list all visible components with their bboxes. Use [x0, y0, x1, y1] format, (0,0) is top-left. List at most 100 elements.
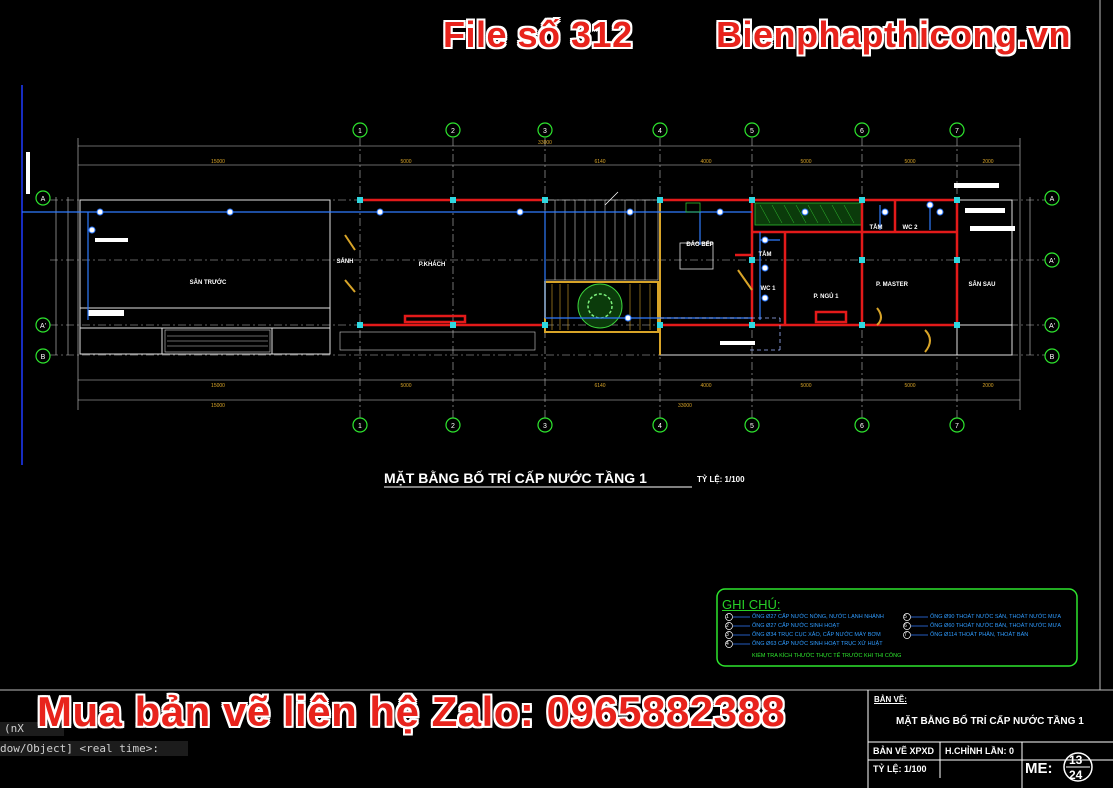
label-bar [88, 310, 124, 316]
room-label: TẮM [759, 250, 772, 258]
label-bar [970, 226, 1015, 231]
room-label: P. NGỦ 1 [814, 293, 840, 300]
room-label: ĐẢO BẾP [686, 241, 713, 248]
grid-label: 4 [658, 128, 662, 135]
grid-label: 7 [955, 423, 959, 430]
svg-text:33000: 33000 [538, 140, 552, 146]
svg-text:5000: 5000 [400, 159, 411, 165]
grid-label: 4 [658, 423, 662, 430]
grid-label: 3 [543, 128, 547, 135]
legend-item: ỐNG Ø60 THOÁT NƯỚC BÀN, THOÁT NƯỚC MƯA [930, 623, 1061, 629]
svg-text:4000: 4000 [700, 159, 711, 165]
svg-text:5000: 5000 [904, 383, 915, 389]
legend-item: ỐNG Ø34 TRỤC CỤC XẢO, CẤP NƯỚC MÁY BƠM [752, 632, 881, 638]
grid-label: 2 [451, 423, 455, 430]
legend-num: 7 [904, 632, 907, 638]
sheet-circle [1063, 752, 1093, 782]
grid-label: 1 [358, 128, 362, 135]
label-bar [965, 208, 1005, 213]
dimension-text: 15000 5000 6140 4000 5000 5000 2000 3300… [211, 140, 994, 409]
grid-label: A [1050, 196, 1055, 203]
grid-label: 6 [860, 128, 864, 135]
grid-label: A [41, 196, 46, 203]
leader-line [604, 191, 619, 206]
room-label: P. MASTER [876, 282, 909, 288]
svg-text:5000: 5000 [400, 383, 411, 389]
svg-text:5000: 5000 [800, 159, 811, 165]
svg-text:5000: 5000 [800, 383, 811, 389]
room-label: TẮM [870, 223, 883, 231]
grid-label: B [1050, 354, 1055, 361]
garden-slats [551, 284, 651, 330]
grid-label: A' [1049, 323, 1055, 330]
columns [357, 197, 960, 328]
svg-text:15000: 15000 [211, 403, 225, 409]
ucs-marker [26, 152, 30, 194]
drawing-title: MẶT BẰNG BỐ TRÍ CẤP NƯỚC TẦNG 1 [384, 469, 647, 486]
legend-item: ỐNG Ø27 CẤP NƯỚC NÓNG, NƯỚC LẠNH NHÁNH [752, 614, 884, 620]
grid-bubbles-bottom [352, 417, 965, 433]
meter-box [685, 202, 701, 213]
svg-text:2000: 2000 [982, 159, 993, 165]
sheet-number: 13 [1069, 753, 1083, 767]
svg-text:2000: 2000 [982, 383, 993, 389]
svg-text:15000: 15000 [211, 383, 225, 389]
bubble-labels: 1 2 3 4 5 6 7 1 2 3 4 5 6 7 A A' B A A' … [40, 128, 1055, 430]
grid-label: 5 [750, 423, 754, 430]
title-block-revision: H.CHỈNH LẦN: 0 [945, 746, 1014, 756]
watermark-contact: Mua bản vẽ liên hệ Zalo: 0965882388 [37, 688, 786, 735]
title-block-frame [867, 690, 1113, 788]
command-prompt[interactable]: dow/Object] <real time>: [0, 741, 188, 756]
legend-item: ỐNG Ø114 THOÁT PHÂN, THOÁT BẨN [930, 632, 1029, 638]
watermark-site: Bienphapthicong.vn [716, 14, 1071, 55]
legend-symbols [725, 613, 911, 648]
pipes-dashed [660, 317, 781, 351]
legend-item: ỐNG Ø27 CẤP NƯỚC SINH HOẠT [752, 623, 840, 629]
svg-text:33000: 33000 [678, 403, 692, 409]
label-bar [720, 341, 755, 345]
grid-bubbles-top [352, 122, 965, 138]
svg-text:5000: 5000 [904, 159, 915, 165]
room-label: P.KHÁCH [419, 261, 446, 268]
label-bar [95, 238, 128, 242]
room-label: SÂN SAU [968, 281, 995, 288]
title-block-label: BẢN VẼ: [874, 695, 907, 704]
legend-note: KIỂM TRA KÍCH THƯỚC THỰC TẾ TRƯỚC KHI TH… [752, 653, 902, 659]
legend-title: GHI CHÚ: [722, 597, 781, 612]
kitchen-island [679, 242, 714, 270]
room-label: WC 2 [903, 225, 919, 231]
grid-label: 5 [750, 128, 754, 135]
grid-label: 3 [543, 423, 547, 430]
svg-text:6140: 6140 [594, 383, 605, 389]
legend-item: ỐNG Ø90 THOÁT NƯỚC SÀN, THOÁT NƯỚC MƯA [930, 614, 1061, 620]
legend-num: 3 [726, 632, 729, 638]
label-bar [954, 183, 999, 188]
room-label: WC 1 [761, 286, 777, 292]
drawing-scale: TỶ LỆ: 1/100 [697, 475, 745, 484]
front-hatch [164, 329, 536, 353]
room-label: SẢNH [336, 258, 353, 265]
title-block-scale: TỶ LỆ: 1/100 [873, 764, 927, 774]
svg-text:15000: 15000 [211, 159, 225, 165]
legend-arrows [733, 616, 928, 645]
dimension-lines [55, 138, 1031, 410]
grid-label: 7 [955, 128, 959, 135]
command-history: (nX [0, 722, 64, 736]
legend-num: 1 [726, 614, 729, 620]
title-block-code: BẢN VẼ XPXD [873, 746, 935, 756]
legend-item: ỐNG Ø63 CẤP NƯỚC SINH HOẠT TRỤC XỬ HUẬT [752, 641, 883, 647]
watermark-file-label: File số 312 [443, 14, 633, 55]
title-block-name: MẶT BẰNG BỐ TRÍ CẤP NƯỚC TẦNG 1 [896, 716, 1084, 727]
sheet-label: ME: [1025, 760, 1053, 777]
grid-label: A' [1049, 258, 1055, 265]
room-labels: SÂN TRƯỚC P.KHÁCH SẢNH ĐẢO BẾP TẮM WC 1 … [190, 223, 996, 300]
room-label: SÂN TRƯỚC [190, 278, 227, 286]
legend-box [716, 588, 1078, 667]
grid-axes [50, 138, 1045, 418]
tree-canopy [587, 293, 613, 319]
grid-label: A' [40, 323, 46, 330]
doors [344, 200, 931, 355]
grid-label: 6 [860, 423, 864, 430]
pipe-nodes [88, 201, 944, 322]
